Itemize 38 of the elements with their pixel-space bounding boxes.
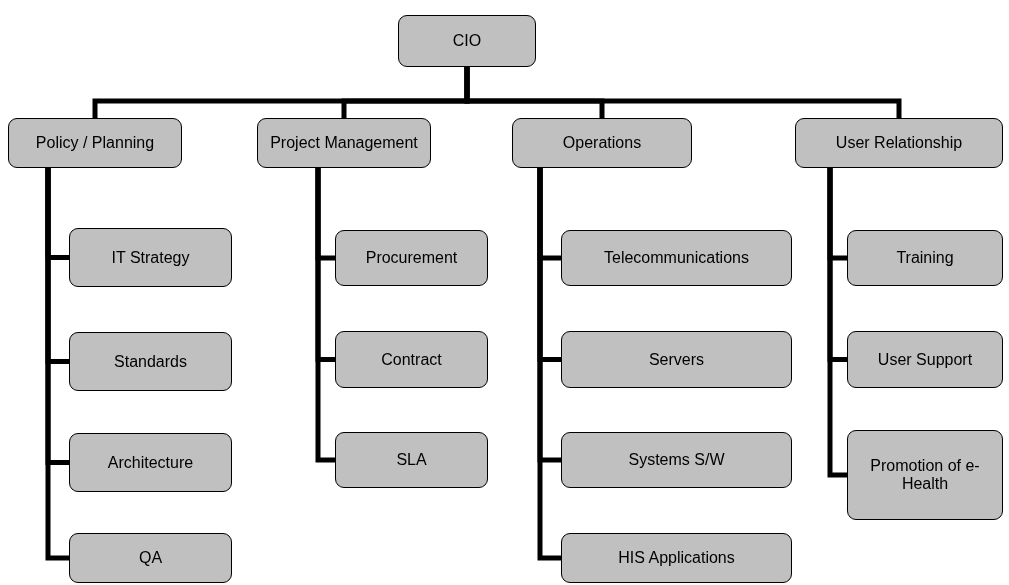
- box-label: HIS Applications: [618, 549, 735, 567]
- org-box: [847, 430, 1003, 520]
- box-label: Policy / Planning: [35, 134, 155, 152]
- box-label: Telecommunications: [604, 249, 749, 267]
- box-label: User Support: [877, 350, 973, 369]
- box-label: IT Strategy: [111, 248, 190, 267]
- org-box: [561, 331, 792, 388]
- org-box: [69, 228, 232, 287]
- box-label: SLA: [396, 451, 427, 469]
- org-box: [561, 533, 792, 583]
- box-label: Systems S/W: [628, 451, 725, 469]
- org-box: [398, 15, 536, 67]
- org-box: [847, 230, 1003, 286]
- org-box: [561, 230, 792, 286]
- org-box: [8, 118, 182, 168]
- org-box: [335, 230, 488, 286]
- box-label: Promotion of e-Health: [869, 457, 981, 493]
- org-box: [335, 432, 488, 488]
- org-box: [847, 331, 1003, 388]
- box-label: Procurement: [365, 249, 458, 267]
- org-box: [69, 433, 232, 492]
- org-box: [257, 118, 431, 168]
- org-box: [561, 432, 792, 488]
- box-label: Architecture: [107, 453, 194, 472]
- org-box: [335, 331, 488, 388]
- org-box: [512, 118, 692, 168]
- box-label: Contract: [381, 350, 442, 369]
- box-label: QA: [138, 549, 163, 567]
- box-label: CIO: [452, 32, 482, 50]
- box-label: Project Management: [270, 134, 418, 152]
- box-label: Servers: [648, 350, 705, 369]
- box-label: Training: [896, 249, 954, 267]
- box-label: Operations: [562, 134, 642, 152]
- box-label: User Relationship: [835, 134, 963, 152]
- org-box: [69, 332, 232, 391]
- box-label: Standards: [114, 352, 187, 371]
- org-box: [69, 533, 232, 583]
- org-box: [795, 118, 1003, 168]
